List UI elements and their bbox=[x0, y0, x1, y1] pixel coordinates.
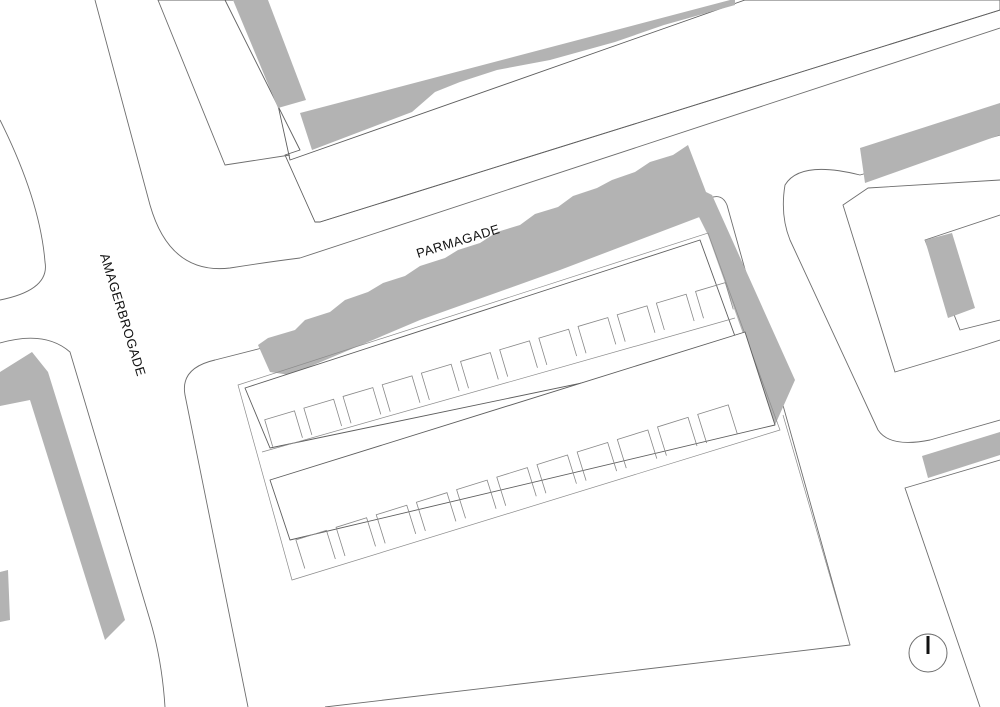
building bbox=[237, 232, 781, 581]
east-block-outline bbox=[842, 179, 1000, 373]
shadow-east-top bbox=[860, 103, 1000, 183]
parking-stalls-row-1 bbox=[264, 282, 734, 447]
curb-amagerbrogade-west-lower bbox=[0, 119, 46, 301]
parking-stall bbox=[616, 429, 658, 469]
parking-stall bbox=[496, 467, 537, 506]
curb-amagerbrogade-east bbox=[183, 347, 263, 707]
shadow-north-left bbox=[233, 0, 306, 108]
parking-stall bbox=[499, 340, 538, 377]
curb-amagerbrogade-west bbox=[94, 0, 301, 270]
parking-stall bbox=[295, 529, 336, 569]
parking-stall bbox=[335, 517, 376, 557]
parking-stall bbox=[342, 387, 382, 424]
shadow-southwest bbox=[0, 352, 125, 640]
shadow-building-north bbox=[258, 145, 718, 375]
parking-stall bbox=[375, 504, 417, 544]
parking-stall bbox=[536, 454, 577, 494]
east-lower-block bbox=[904, 459, 1000, 707]
parking-stall bbox=[655, 293, 695, 331]
parking-stall bbox=[577, 317, 617, 354]
shadows bbox=[0, 0, 1000, 640]
parking-stall bbox=[538, 328, 578, 366]
curb-east-corner bbox=[782, 134, 1000, 443]
parking-stall bbox=[381, 375, 421, 412]
curb-southwest-block bbox=[0, 337, 166, 707]
parking-stall bbox=[616, 305, 656, 342]
curb-parmagade-north bbox=[299, 27, 1000, 259]
north-west-block bbox=[157, 0, 291, 166]
north-arrow-icon bbox=[908, 633, 948, 673]
parking-stall bbox=[697, 404, 738, 444]
parking-stall bbox=[456, 479, 497, 519]
shadow-east-lower bbox=[922, 432, 1000, 478]
north-block-outline bbox=[157, 0, 1000, 223]
parking-stall bbox=[657, 416, 698, 456]
parking-stall bbox=[460, 352, 499, 389]
shadow-building-east bbox=[688, 195, 795, 425]
shadow-north-long bbox=[300, 0, 735, 150]
shadow-southwest-tip bbox=[0, 570, 10, 622]
shadow-east-court bbox=[925, 233, 975, 318]
parking-stall bbox=[415, 492, 457, 531]
building-divider bbox=[261, 317, 736, 453]
parking-stalls-row-2 bbox=[295, 404, 738, 569]
parking-stall bbox=[695, 282, 734, 319]
site-inner-boundary bbox=[782, 414, 851, 646]
parking-stall bbox=[420, 363, 460, 401]
parking-stall bbox=[303, 398, 343, 436]
parking-stall bbox=[264, 410, 303, 447]
building-bar-north-edge bbox=[237, 232, 781, 581]
building-bar-south bbox=[269, 331, 776, 541]
street-label-amagerbrogade: AMAGERBROGADE bbox=[97, 251, 149, 378]
parking-stall bbox=[576, 442, 618, 481]
